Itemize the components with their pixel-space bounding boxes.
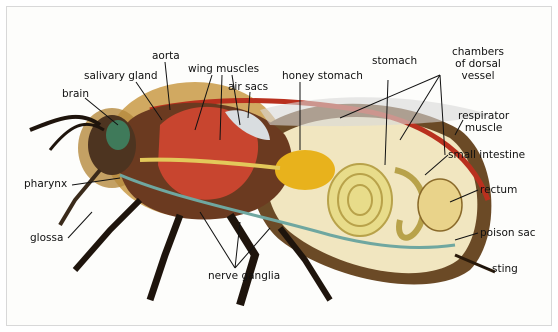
label-salivary-gland: salivary gland [84,70,158,82]
label-brain: brain [62,88,89,100]
leg-middle [150,215,180,300]
rectum [418,179,462,231]
label-wing-muscles: wing muscles [188,63,259,75]
label-rectum: rectum [480,184,517,196]
leg-front [75,200,140,270]
label-honey-stomach: honey stomach [282,70,363,82]
label-air-sacs: air sacs [228,81,268,93]
label-pharynx: pharynx [24,178,67,190]
honey-stomach [275,150,335,190]
label-sting: sting [492,263,518,275]
label-glossa: glossa [30,232,63,244]
label-stomach: stomach [372,55,417,67]
label-poison-sac: poison sac [480,227,536,239]
label-dorsal-vessel: chambers of dorsal vessel [452,46,504,82]
label-small-intestine: small intestine [448,149,525,161]
label-respirator-muscle: respirator muscle [458,110,509,134]
label-aorta: aorta [152,50,180,62]
label-nerve-ganglia: nerve ganglia [208,270,280,282]
